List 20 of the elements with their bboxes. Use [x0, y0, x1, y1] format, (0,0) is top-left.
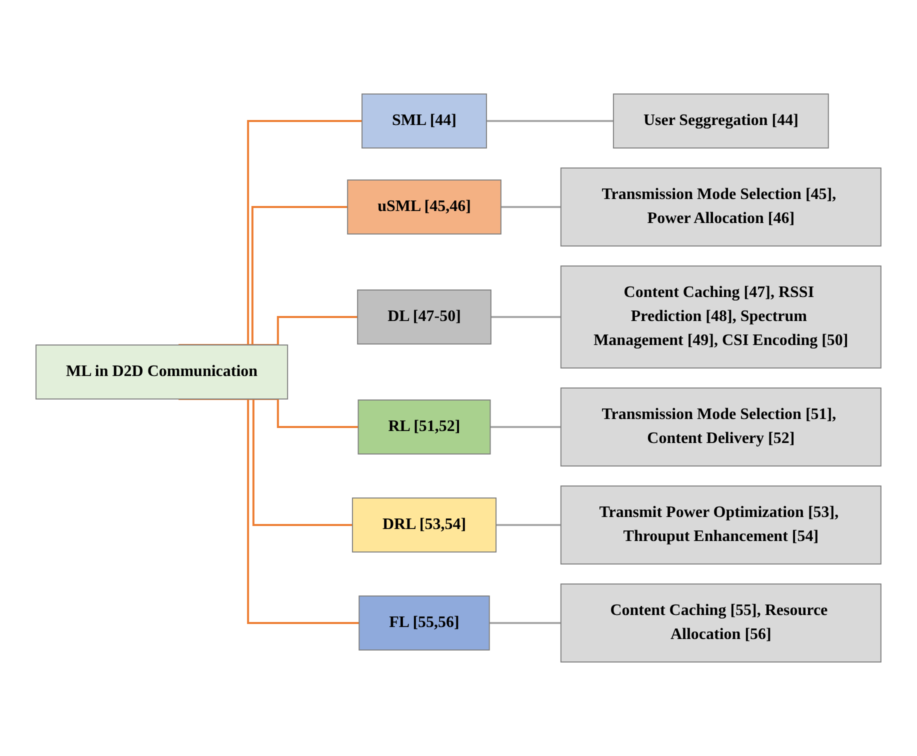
node-box: Content Caching [47], RSSI Prediction [48], Spectrum Management [49], CSI Encoding [50] [560, 266, 882, 368]
node-box: ML in D2D Communication [36, 344, 288, 400]
node-box: Transmission Mode Selection [45], Power Allocation [46] [560, 168, 882, 246]
node-box: SML [44] [362, 94, 487, 148]
node-box: DL [47-50] [357, 290, 492, 344]
node-box: FL [55,56] [358, 596, 490, 650]
connector [496, 524, 561, 526]
node-box: User Seggregation [44] [612, 94, 829, 148]
connector [489, 622, 561, 624]
connector [500, 206, 561, 208]
node-box: Transmission Mode Selection [51], Content Delivery [52] [560, 388, 882, 466]
connector [486, 120, 614, 122]
node-box: Transmit Power Optimization [53], Throuput Enhancement [54] [560, 486, 882, 564]
node-box: uSML [45,46] [347, 180, 502, 234]
connector [490, 316, 561, 318]
node-box: RL [51,52] [358, 400, 491, 454]
connector [178, 120, 362, 346]
connector [490, 426, 561, 428]
node-box: Content Caching [55], Resource Allocation [56] [560, 584, 882, 662]
node-box: DRL [53,54] [352, 498, 497, 552]
